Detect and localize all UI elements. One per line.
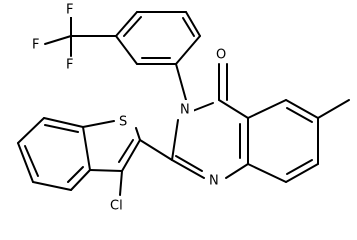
bond-phenyl-1	[115, 11, 138, 37]
atom-labels: F F F S N N O Cl	[30, 2, 232, 214]
bond-bt-1	[43, 117, 84, 128]
bond-phenyl-3	[185, 11, 201, 37]
bond-benz-4	[285, 163, 319, 183]
bond-phenyl-n	[175, 63, 187, 101]
bond-n1-c2	[171, 159, 205, 179]
bond-thio-c7a-c3a	[82, 126, 91, 171]
oxygen-label: O	[216, 48, 226, 63]
benzothiophene-benzene-ring	[17, 117, 91, 191]
bond-c2-n3	[171, 119, 179, 161]
bond-benz-5	[247, 163, 287, 183]
nitrogen-label-n3: N	[180, 103, 190, 118]
chemical-structure-diagram: F F F S N N O Cl	[17, 2, 350, 214]
bond-bt-4	[32, 181, 72, 191]
bond-c3-cl	[119, 170, 123, 196]
bond-n1-c2-inner	[175, 155, 203, 172]
bond-c8a-n1	[225, 163, 249, 179]
bond-phenyl-inner-2	[182, 17, 195, 37]
bond-bt-5-inner	[67, 166, 84, 183]
bond-bt-1-inner	[44, 124, 79, 133]
bond-thio-c2-s	[135, 127, 141, 141]
bond-phenyl-inner-1	[123, 16, 142, 37]
bond-benz-1	[247, 99, 287, 119]
bond-benz-2-inner	[286, 107, 313, 123]
bond-c2-thiophene	[139, 139, 173, 161]
bond-thio-c3a-c3	[89, 169, 123, 172]
thiophene-ring	[82, 120, 173, 196]
bond-phenyl-6	[115, 35, 138, 65]
fluorine-label-left: F	[32, 38, 39, 53]
bond-bt-5	[70, 169, 91, 191]
sulfur-label: S	[119, 115, 127, 130]
bond-thio-s-c7a	[82, 120, 115, 128]
bond-cf3-f-left	[44, 35, 72, 45]
bond-methyl	[317, 99, 350, 119]
bond-benz-4-inner	[286, 159, 313, 175]
chlorine-label: Cl	[110, 199, 123, 214]
bond-c4-c4a	[218, 99, 249, 119]
bond-thio-c3-c2-inner	[118, 139, 134, 163]
phenyl-ring	[115, 11, 201, 101]
bond-phenyl-4	[175, 35, 201, 65]
fluorine-label-top: F	[66, 3, 73, 18]
fluorine-label-bottom: F	[66, 58, 73, 73]
bond-bt-3-inner	[24, 145, 39, 177]
nitrogen-label-n1: N	[209, 174, 219, 189]
bond-bt-2	[17, 117, 45, 144]
bond-benz-2	[285, 99, 319, 119]
trifluoromethyl-group	[44, 16, 117, 57]
fused-benzene-ring	[247, 99, 350, 183]
quinazolinone-core	[171, 63, 249, 179]
bond-thio-c3-c2	[121, 139, 141, 172]
bond-bt-3	[17, 142, 34, 183]
